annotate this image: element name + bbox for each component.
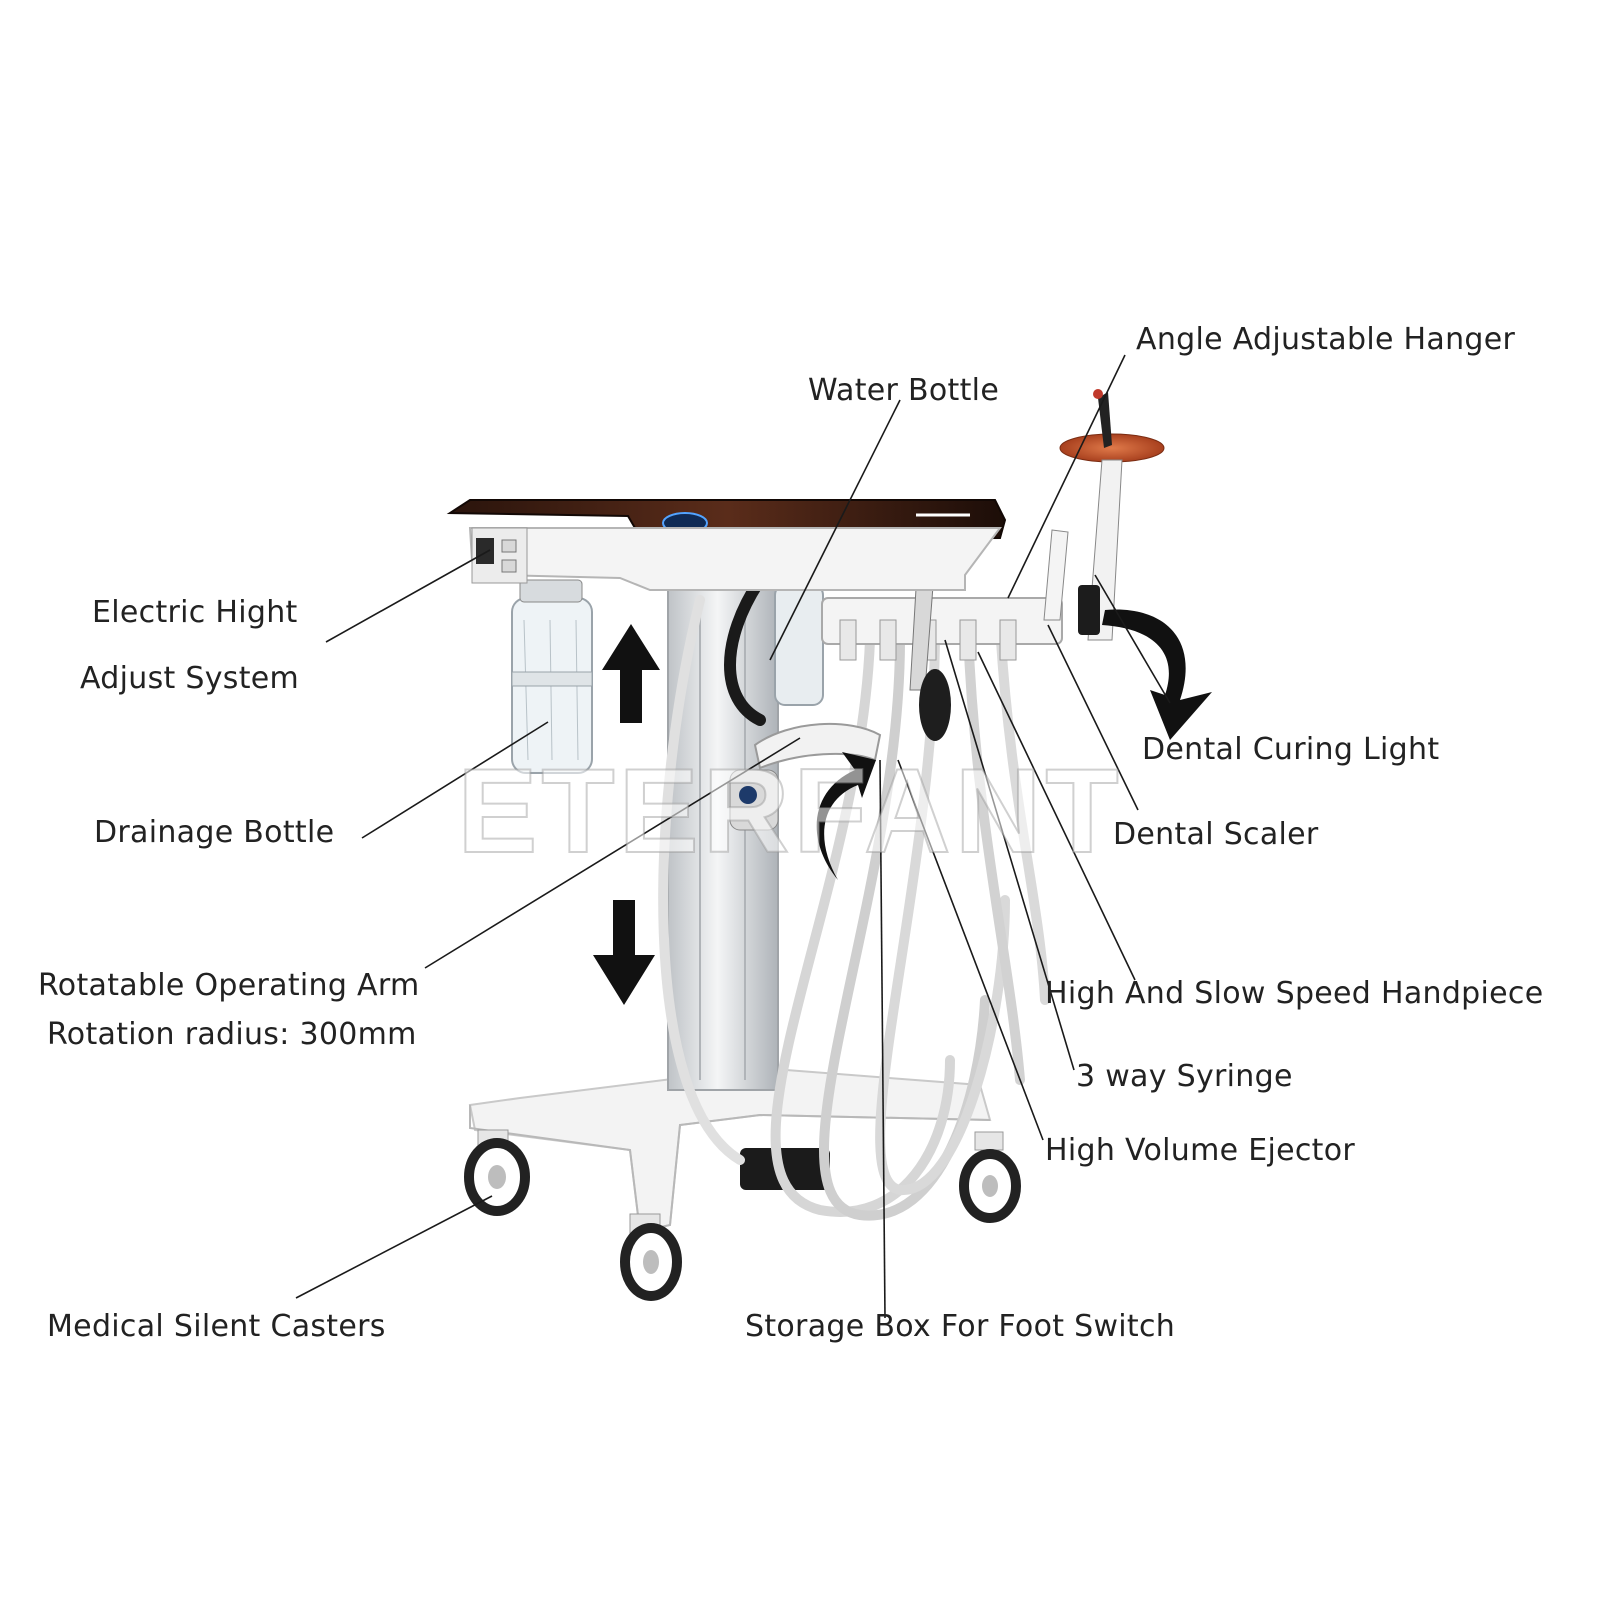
label-high-volume-ejector: High Volume Ejector [1045, 1133, 1355, 1168]
caster-wheels [464, 1129, 1021, 1301]
label-electric-height-line2: Adjust System [80, 661, 300, 696]
label-medical-silent-casters: Medical Silent Casters [47, 1309, 386, 1344]
leader-ejector [897, 759, 1044, 1141]
label-dental-scaler: Dental Scaler [1113, 817, 1319, 852]
tray-table [446, 499, 1007, 591]
leader-scaler [1047, 624, 1139, 811]
operating-arm [753, 722, 882, 770]
label-angle-adjustable-hanger: Angle Adjustable Hanger [1136, 322, 1516, 357]
leader-syringe [944, 639, 1075, 1071]
up-arrow-icon [602, 624, 660, 723]
leader-electric-height [325, 549, 491, 643]
label-rotatable-arm-line1: Rotatable Operating Arm [38, 968, 420, 1003]
label-handpiece: High And Slow Speed Handpiece [1045, 976, 1544, 1011]
caster-front [620, 1213, 682, 1301]
leader-operating-arm [424, 737, 801, 969]
drainage-bottle [511, 579, 593, 774]
label-drainage-bottle: Drainage Bottle [94, 815, 335, 850]
leader-curing-light [1094, 574, 1171, 704]
leader-lines [295, 354, 1171, 1319]
leader-angle-hanger [1007, 354, 1126, 599]
label-dental-curing-light: Dental Curing Light [1142, 732, 1440, 767]
ejector-bottle [919, 669, 951, 741]
curing-light [1059, 389, 1165, 641]
label-water-bottle: Water Bottle [808, 373, 1000, 408]
label-electric-height-line1: Electric Hight [92, 595, 298, 630]
arm-rotation-arrow-icon [816, 752, 876, 880]
label-storage-box-foot-switch: Storage Box For Foot Switch [745, 1309, 1176, 1344]
leader-drainage-bottle [361, 721, 549, 839]
caster-left [464, 1129, 530, 1216]
instrument-hoses [658, 574, 1050, 1221]
label-rotatable-arm-line2: Rotation radius: 300mm [47, 1017, 417, 1052]
leader-storage-box [879, 759, 886, 1319]
instrument-holder [821, 529, 1069, 741]
caster-right [959, 1131, 1021, 1223]
curved-rotation-arrow-icon [816, 609, 1212, 880]
foot-switch-storage-box [740, 1148, 830, 1190]
leader-water-bottle [769, 399, 901, 661]
leader-casters [295, 1195, 493, 1299]
scaler [1043, 529, 1069, 621]
leader-handpiece [977, 651, 1136, 981]
down-arrow-icon [593, 900, 655, 1005]
label-3-way-syringe: 3 way Syringe [1076, 1059, 1293, 1094]
